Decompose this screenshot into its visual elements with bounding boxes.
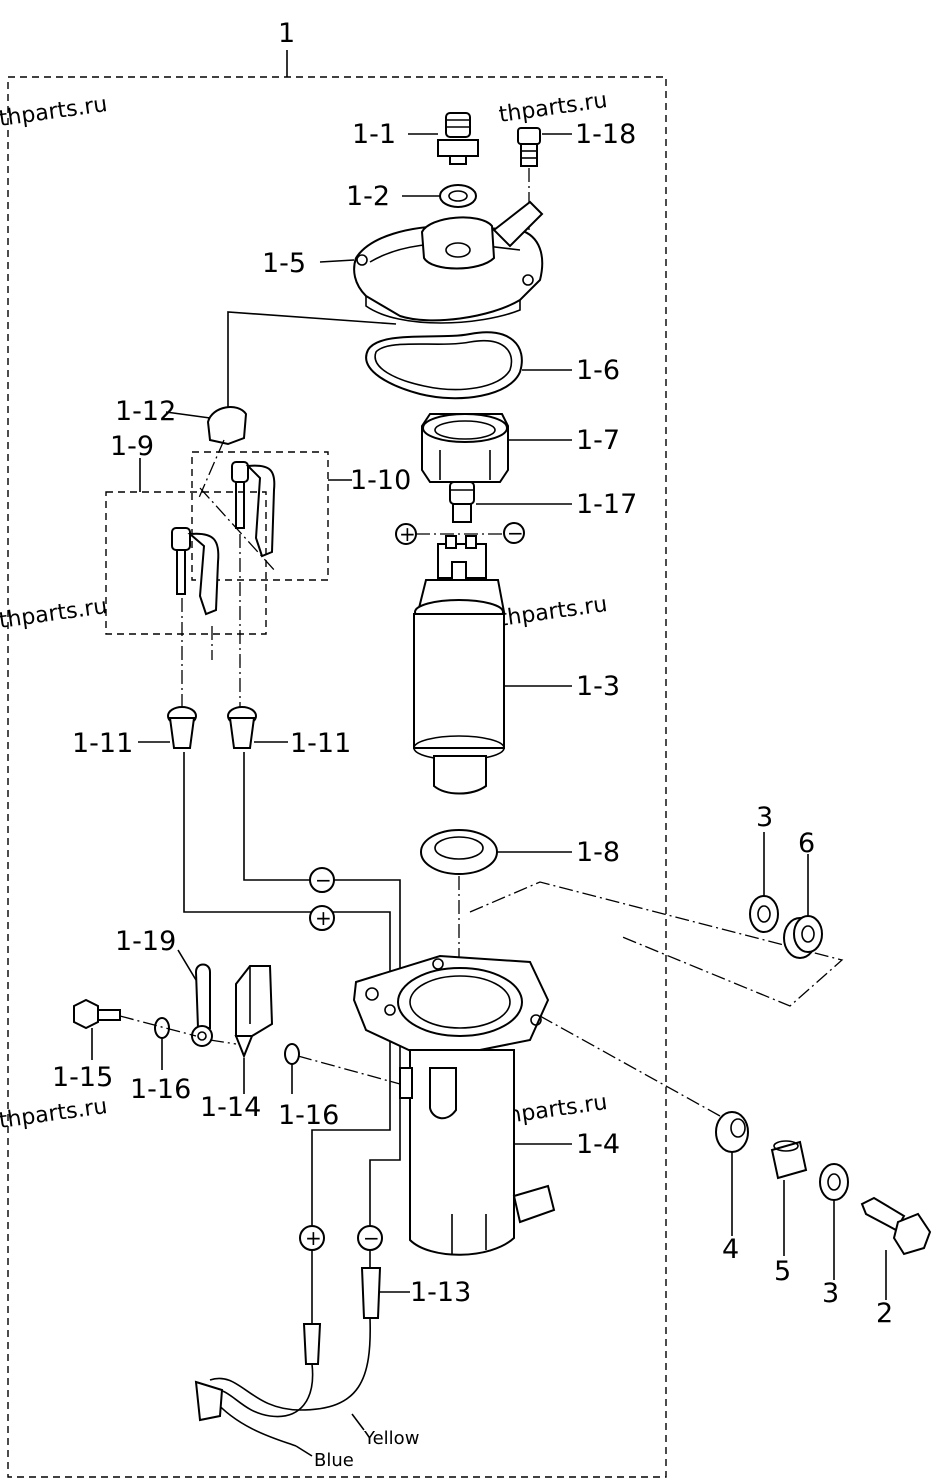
part-1-5-pump-cover [353,200,544,324]
part-1-13-connector [302,1267,382,1365]
wire-label-blue: Blue [314,1450,354,1471]
part-label-1-19: 1-19 [115,926,176,957]
part-2-bolt [860,1196,932,1256]
terminal-minus-symbol [503,522,525,544]
part-label-6: 6 [798,828,815,859]
part-1-17-connector [449,481,475,523]
assembly-boundary [7,76,667,1478]
part-3-washer-upper [749,895,779,933]
part-4-bushing [715,1111,749,1153]
svg-text:+: + [315,906,332,930]
part-label-4: 4 [722,1234,739,1265]
part-label-1-7: 1-7 [576,425,620,456]
part-1-11-boot-left [167,706,197,749]
part-label-1-17: 1-17 [576,489,637,520]
part-label-1-15: 1-15 [52,1062,113,1093]
part-label-1-11-right: 1-11 [290,728,351,759]
part-1-2-washer [439,184,477,208]
watermark: thparts.ru [0,594,109,634]
part-3-washer-lower [819,1163,849,1201]
part-1-4-housing [352,954,556,1256]
assembly-label: 1 [278,18,295,49]
part-label-1-10: 1-10 [350,465,411,496]
part-1-3-fuel-pump [413,535,506,795]
part-label-1-8: 1-8 [576,837,620,868]
part-label-1-6: 1-6 [576,355,620,386]
part-1-16-washer-right [284,1043,300,1065]
watermark: thparts.ru [497,592,609,632]
part-1-11-boot-right [227,706,257,749]
part-6-collar [783,915,823,959]
wire-plus-symbol [309,905,335,931]
part-1-12-cap [206,406,248,446]
part-label-1-14: 1-14 [200,1092,261,1123]
part-label-1-11-left: 1-11 [72,728,133,759]
svg-text:−: − [315,868,332,892]
part-label-1-9: 1-9 [110,431,154,462]
part-5-sleeve [770,1140,808,1180]
part-label-1-12: 1-12 [115,396,176,427]
svg-text:+: + [305,1226,322,1250]
part-label-1-1: 1-1 [352,119,396,150]
harness-wire [209,1317,371,1411]
wire-label-yellow: Yellow [363,1428,419,1449]
part-label-1-3: 1-3 [576,671,620,702]
part-1-10-terminal [231,461,276,558]
part-label-1-2: 1-2 [346,181,390,212]
svg-text:−: − [507,521,524,545]
part-1-14-bracket [234,965,274,1059]
part-label-5: 5 [774,1256,791,1287]
part-1-9-terminal [171,527,220,616]
part-label-1-13: 1-13 [410,1277,471,1308]
part-label-1-16-left: 1-16 [130,1074,191,1105]
part-label-1-5: 1-5 [262,248,306,279]
watermark: thparts.ru [0,1094,109,1134]
part-label-3-upper: 3 [756,802,773,833]
part-label-2: 2 [876,1298,893,1329]
part-1-1-fitting [437,112,479,165]
part-1-6-gasket [365,331,523,400]
part-1-9-group-boundary [105,491,267,635]
part-1-15-bolt [73,998,121,1030]
svg-text:+: + [399,522,416,546]
watermark: thparts.ru [0,92,109,132]
svg-text:−: − [363,1226,380,1250]
part-label-1-18: 1-18 [575,119,636,150]
part-1-18-fitting [517,127,541,167]
part-1-8-seal-ring [420,829,498,875]
part-1-19-terminal-lug [191,963,213,1047]
part-label-3-lower: 3 [822,1278,839,1309]
part-label-1-16-right: 1-16 [278,1100,339,1131]
part-label-1-4: 1-4 [576,1129,620,1160]
wire-minus-symbol [309,867,335,893]
part-1-7-ring-nut [421,413,509,483]
